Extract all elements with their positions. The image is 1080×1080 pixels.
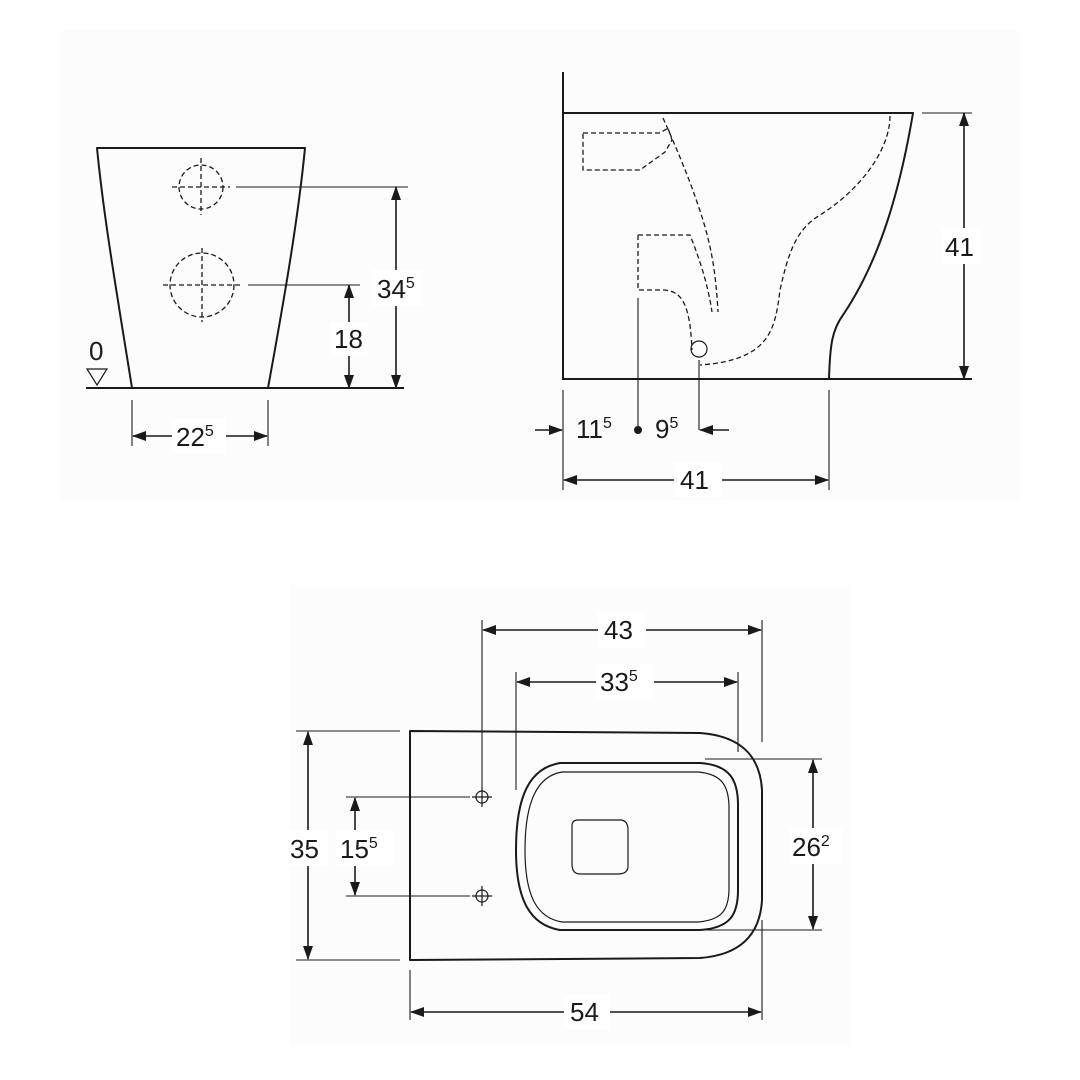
dim-label-35: 35	[290, 834, 319, 864]
dim-label-34-5: 345	[377, 274, 415, 304]
dim-label-26-2: 262	[792, 832, 830, 862]
fixing-point-lower-icon	[472, 886, 492, 906]
dim-label-18: 18	[334, 324, 363, 354]
fixing-point-upper-icon	[472, 787, 492, 807]
upper-inlet-circle	[172, 158, 230, 215]
level-mark-label: 0	[89, 336, 103, 366]
front-view: 345 18 225 0	[85, 147, 422, 454]
center-dot-icon	[634, 426, 642, 434]
dim-label-9-5: 95	[655, 414, 678, 444]
dim-label-11-5: 115	[576, 414, 612, 444]
dim-label-41-height: 41	[945, 232, 974, 262]
top-body-outline	[409, 730, 763, 961]
dim-label-15-5: 155	[340, 834, 378, 864]
side-view: 41 115 95 41	[535, 72, 982, 498]
side-body-outline	[563, 112, 914, 380]
outlet-circle	[690, 340, 708, 358]
level-triangle-icon	[85, 368, 109, 387]
dim-label-43: 43	[604, 615, 633, 645]
cover-plate	[571, 819, 629, 875]
dim-label-33-5: 335	[600, 667, 638, 697]
dim-label-54: 54	[570, 997, 599, 1027]
dim-label-41-length: 41	[680, 465, 709, 495]
seat-inner-outline	[524, 771, 730, 923]
dim-label-22-5: 225	[176, 422, 214, 452]
front-body-outline	[96, 147, 306, 389]
seat-outline	[515, 762, 739, 931]
bowl-trap-hidden	[662, 117, 719, 313]
lower-outlet-circle	[163, 248, 243, 322]
lower-sheet	[290, 585, 850, 1045]
top-view: 43 335 35 155 262 54	[288, 612, 842, 1030]
